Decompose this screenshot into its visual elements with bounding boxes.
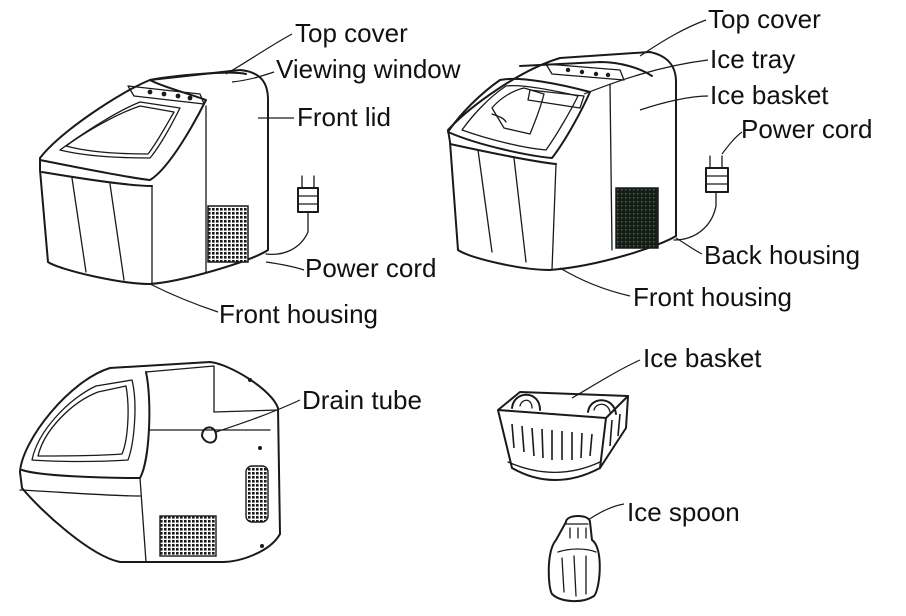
label-back-housing: Back housing [704,240,860,270]
leader-back-housing [675,237,703,255]
label-power-cord-2: Power cord [741,114,873,144]
leader-ice-basket-2 [639,95,709,111]
leader-ice-spoon [587,503,625,521]
callout-labels: Top cover Viewing window Front lid Power… [219,4,873,527]
ice-maker-open-illustration [447,19,743,297]
label-top-cover-2: Top cover [708,4,821,34]
ice-maker-closed-illustration [39,33,319,313]
ice-basket-illustration [497,359,641,481]
label-ice-basket-accessory: Ice basket [643,343,762,373]
leader-drain-tube [215,399,301,433]
label-top-cover-1: Top cover [295,18,408,48]
label-ice-spoon: Ice spoon [627,497,740,527]
leader-ice-tray [583,59,709,95]
leader-ice-basket-accessory [571,359,641,399]
label-ice-tray: Ice tray [710,44,795,74]
ice-spoon-illustration [547,503,625,602]
leader-power-cord-2 [721,131,743,155]
leader-front-housing-1 [149,283,219,313]
leader-top-cover-2 [639,19,707,57]
label-front-housing-2: Front housing [633,282,792,312]
ice-maker-tilted-illustration [19,361,301,563]
label-power-cord-1: Power cord [305,253,437,283]
label-front-lid: Front lid [297,102,391,132]
leader-front-housing-2 [559,267,631,297]
label-ice-basket-2: Ice basket [710,80,829,110]
leader-top-cover-1 [225,33,293,75]
label-front-housing-1: Front housing [219,299,378,329]
leader-power-cord-1 [265,261,305,271]
leader-viewing-window [231,71,275,83]
label-drain-tube: Drain tube [302,385,422,415]
label-viewing-window: Viewing window [276,54,461,84]
